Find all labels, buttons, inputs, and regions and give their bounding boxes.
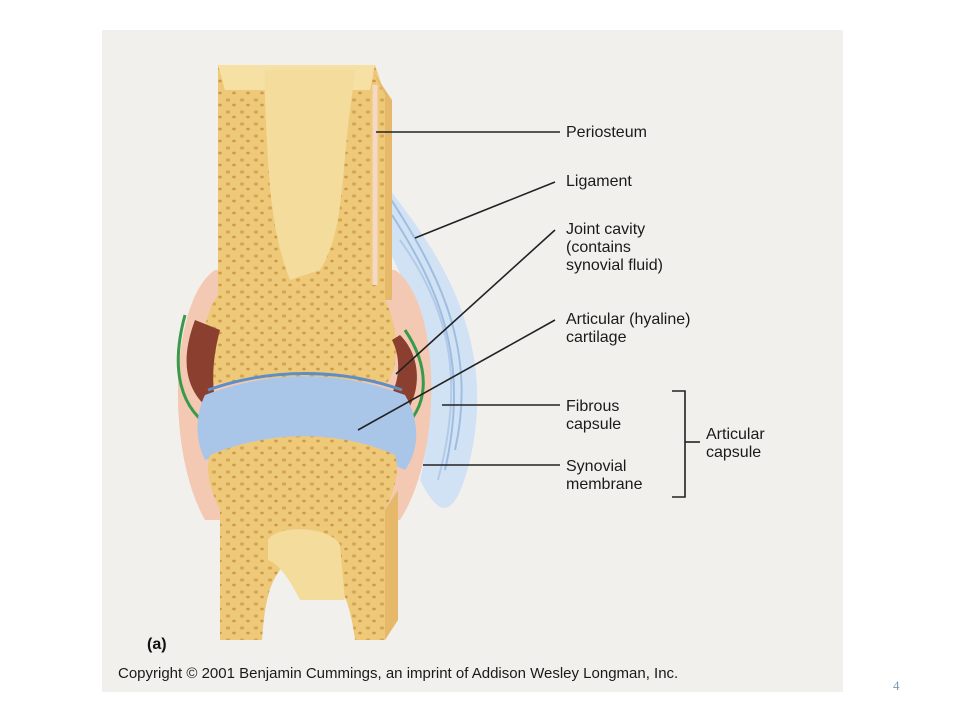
page-number: 4 (893, 678, 900, 693)
label-ligament: Ligament (566, 173, 632, 190)
label-fibrous-capsule: Fibrous capsule (566, 398, 622, 433)
panel-letter: (a) (147, 636, 167, 653)
copyright-notice: Copyright © 2001 Benjamin Cummings, an i… (118, 665, 679, 682)
upper-marrow-cavity (265, 70, 355, 280)
label-articular-cartilage: Articular (hyaline) cartilage (566, 311, 691, 346)
label-synovial-membrane: Synovial membrane (566, 458, 643, 493)
leader-lines (357, 131, 700, 498)
label-joint-cavity: Joint cavity (contains synovial fluid) (566, 221, 663, 274)
lower-marrow-cavity (268, 529, 345, 600)
label-periosteum: Periosteum (566, 124, 647, 141)
label-articular-capsule: Articular capsule (706, 426, 765, 461)
